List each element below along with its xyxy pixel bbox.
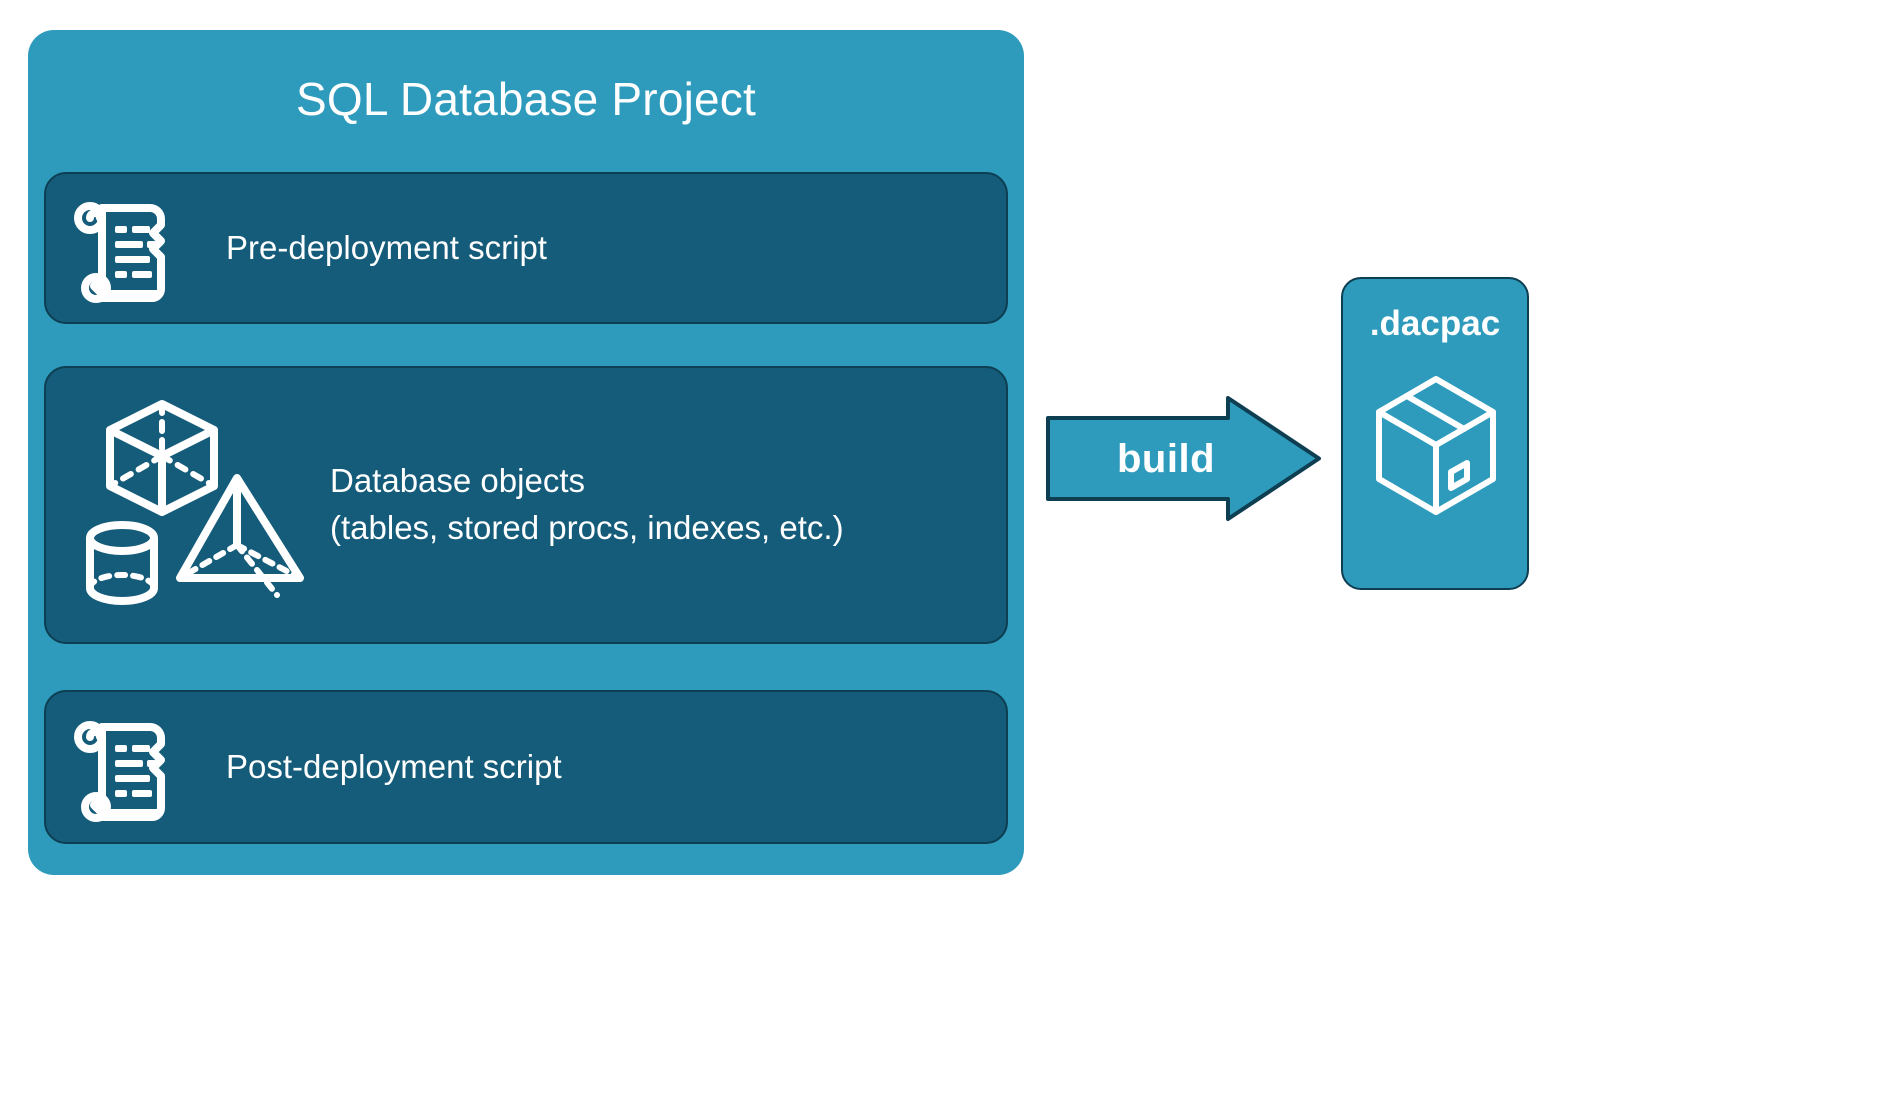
build-arrow-icon: [1046, 396, 1321, 521]
pre-deployment-script-label: Pre-deployment script: [226, 228, 547, 266]
project-panel-title: SQL Database Project: [296, 73, 756, 125]
post-deployment-script-label: Post-deployment script: [226, 747, 562, 785]
build-arrow-label: build: [1116, 437, 1216, 481]
cylinder-icon: [86, 521, 158, 605]
pre-deployment-script-card[interactable]: Pre-deployment script: [44, 172, 1008, 324]
cube-icon: [106, 400, 218, 516]
package-box-icon: [1371, 369, 1501, 524]
database-objects-card[interactable]: Database objects (tables, stored procs, …: [44, 366, 1008, 644]
scroll-icon: [72, 192, 180, 304]
post-deployment-script-card[interactable]: Post-deployment script: [44, 690, 1008, 844]
database-objects-label: Database objects (tables, stored procs, …: [330, 462, 844, 546]
database-objects-icon-group: [72, 390, 312, 620]
sql-database-project-panel: SQL Database Project: [28, 30, 1024, 875]
pyramid-icon: [176, 474, 304, 598]
dacpac-output-card[interactable]: .dacpac: [1341, 277, 1529, 590]
dacpac-label: .dacpac: [1369, 304, 1501, 343]
scroll-icon: [72, 711, 180, 823]
